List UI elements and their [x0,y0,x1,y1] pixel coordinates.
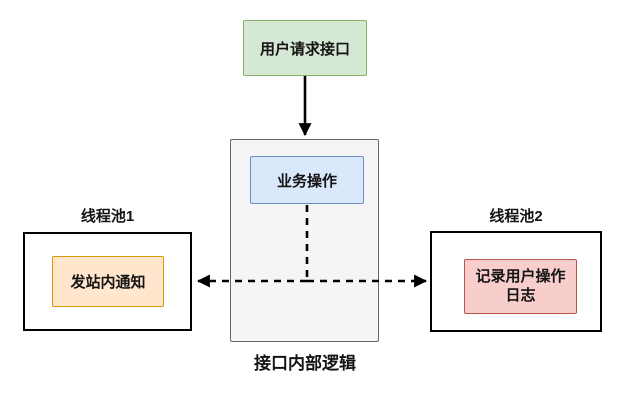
log-operation-node: 记录用户操作日志 [464,259,577,314]
user-request-node: 用户请求接口 [243,20,367,76]
business-operation-node: 业务操作 [250,156,364,204]
thread-pool-1-label: 线程池1 [80,208,135,225]
container-caption: 接口内部逻辑 [254,354,356,373]
log-operation-label: 记录用户操作日志 [475,267,566,304]
send-notification-node: 发站内通知 [52,256,164,307]
send-notification-label: 发站内通知 [70,274,146,291]
business-operation-label: 业务操作 [276,172,337,190]
thread-pool-2-label: 线程池2 [489,208,543,225]
user-request-label: 用户请求接口 [259,40,350,58]
